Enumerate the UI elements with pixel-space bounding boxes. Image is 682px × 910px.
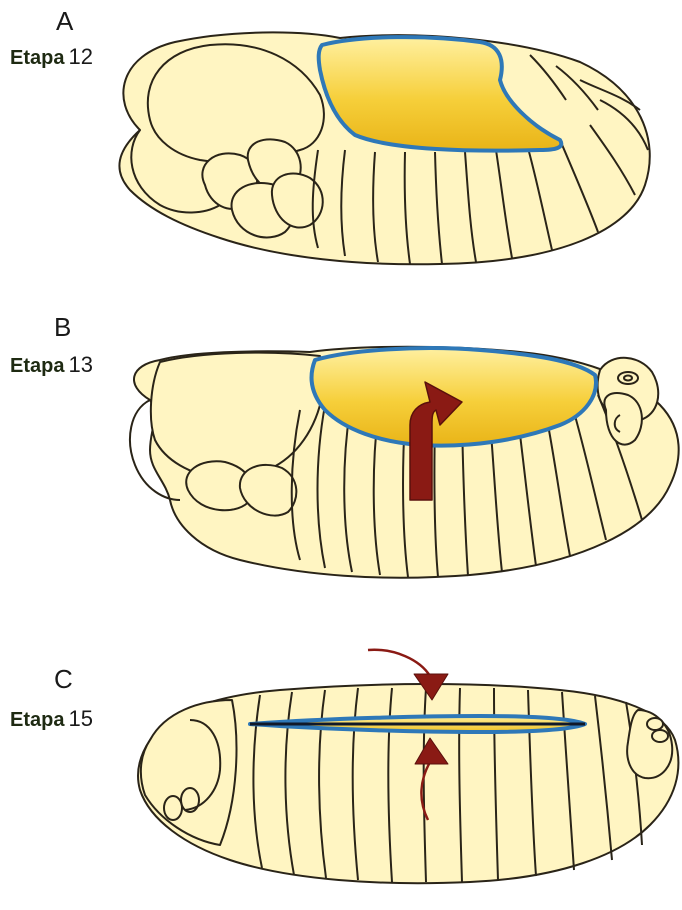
embryo-stage-15: [138, 650, 678, 883]
head-cap: [141, 700, 237, 845]
embryo-stage-12: [119, 32, 649, 264]
embryo-stage-13: [130, 347, 679, 578]
dorsal-arrow-top: [368, 650, 430, 676]
